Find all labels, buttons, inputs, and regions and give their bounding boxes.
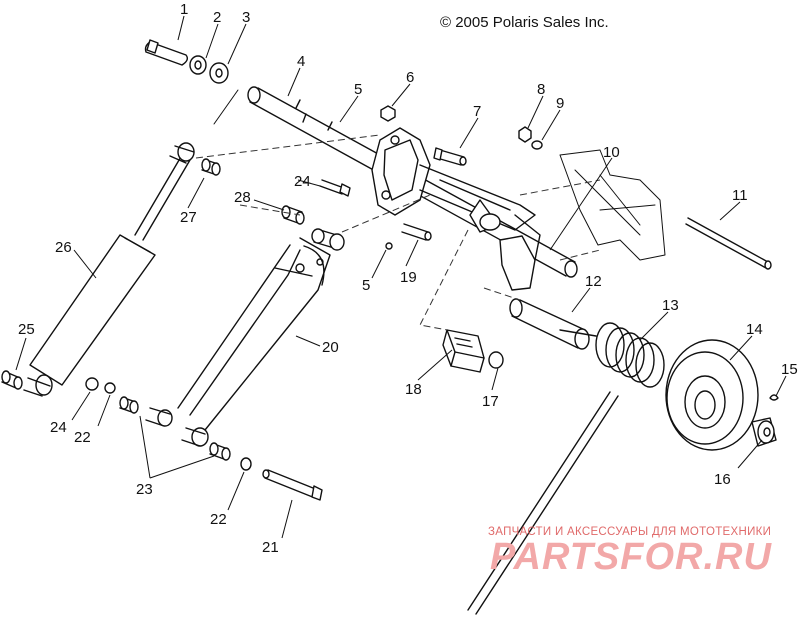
callout-22-lower: 22 — [210, 511, 227, 528]
part-2-nut — [189, 55, 207, 75]
copyright-notice: © 2005 Polaris Sales Inc. — [440, 14, 609, 31]
callout-labels: 1 2 3 4 5 5 6 7 8 9 10 11 12 13 14 15 16… — [18, 1, 798, 556]
part-12-sleeve — [509, 298, 590, 350]
callout-4: 4 — [297, 53, 305, 70]
callout-9: 9 — [556, 95, 564, 112]
part-22-washer-lower — [240, 457, 252, 471]
part-25-bushing — [1, 370, 23, 390]
callout-24-upper: 24 — [294, 173, 311, 190]
part-5-nut-small — [385, 242, 393, 250]
leader-lines — [15, 15, 787, 539]
swing-arm-top-bushing — [311, 228, 345, 251]
callout-18: 18 — [405, 381, 422, 398]
watermark-subtitle: ЗАПЧАСТИ И АКСЕССУАРЫ ДЛЯ МОТОТЕХНИКИ — [488, 526, 772, 538]
part-6-nut — [380, 105, 396, 122]
callout-6: 6 — [406, 69, 414, 86]
callout-1: 1 — [180, 1, 188, 18]
upper-pivot-bracket — [371, 127, 541, 291]
part-27-bushing — [201, 158, 221, 176]
callout-13: 13 — [662, 297, 679, 314]
part-1-bolt — [144, 39, 189, 66]
callout-5-lower: 5 — [362, 277, 370, 294]
part-13-spring — [467, 322, 665, 615]
callout-21: 21 — [262, 539, 279, 556]
part-15-clip — [769, 394, 779, 401]
callout-10: 10 — [603, 144, 620, 161]
callout-20: 20 — [322, 339, 339, 356]
rear-plate — [559, 149, 666, 261]
part-28-bushing — [281, 205, 305, 225]
part-23-bushing-b — [209, 442, 231, 461]
part-19-bolt — [401, 223, 432, 241]
callout-26: 26 — [55, 239, 72, 256]
part-18-block — [442, 329, 485, 373]
assembly-lines — [195, 134, 601, 331]
part-24-bolt-upper — [319, 179, 351, 197]
callout-2: 2 — [213, 9, 221, 26]
part-11-rod — [685, 217, 772, 270]
callout-19: 19 — [400, 269, 417, 286]
part-7-bolt — [433, 147, 467, 166]
part-22-washer-upper — [104, 382, 116, 394]
part-26-shock — [23, 142, 195, 397]
callout-22-upper: 22 — [74, 429, 91, 446]
callout-24-lower: 24 — [50, 419, 67, 436]
callout-11: 11 — [732, 187, 748, 204]
callout-8: 8 — [537, 81, 545, 98]
part-17-ring — [488, 351, 504, 369]
callout-25: 25 — [18, 321, 35, 338]
callout-15: 15 — [781, 361, 798, 378]
part-16-cap — [751, 417, 777, 447]
part-23-bushing-a — [119, 396, 139, 414]
part-9-washer — [531, 140, 543, 150]
part-20-swing-arm — [145, 237, 331, 447]
part-8-nut — [518, 126, 532, 143]
part-14-wheel — [665, 339, 759, 451]
callout-3: 3 — [242, 9, 250, 26]
callout-14: 14 — [746, 321, 763, 338]
callout-17: 17 — [482, 393, 499, 410]
callout-5-upper: 5 — [354, 81, 362, 98]
callout-28: 28 — [234, 189, 251, 206]
callout-12: 12 — [585, 273, 602, 290]
part-21-bolt — [262, 469, 323, 501]
callout-16: 16 — [714, 471, 731, 488]
watermark-brand: PARTSFOR.RU — [490, 536, 772, 578]
callout-7: 7 — [473, 103, 481, 120]
part-3-washer — [209, 62, 229, 84]
part-24-washer-lower — [85, 377, 99, 391]
callout-27: 27 — [180, 209, 197, 226]
callout-23: 23 — [136, 481, 153, 498]
